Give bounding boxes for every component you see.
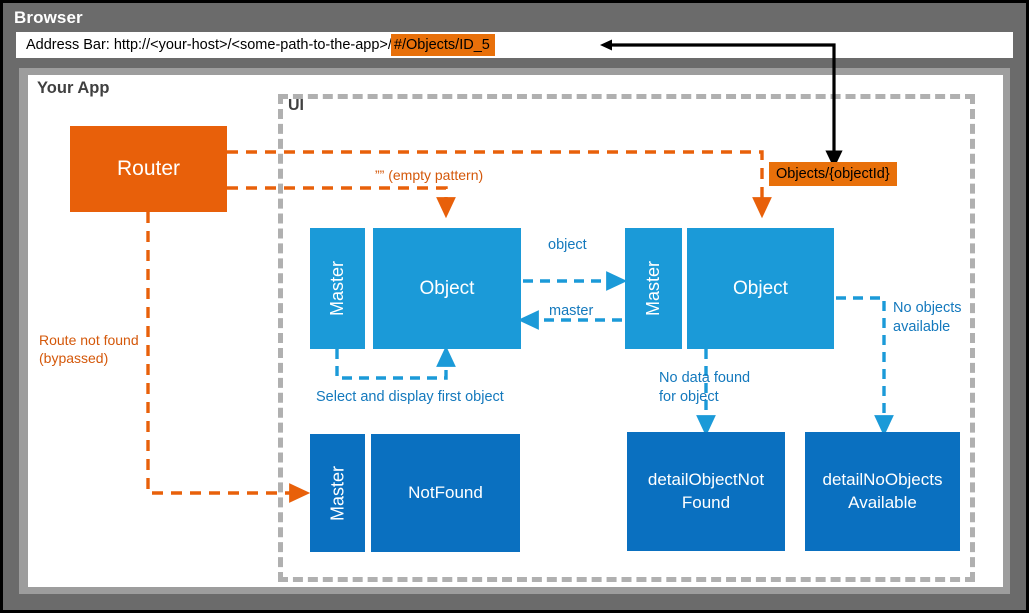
node-router-label: Router <box>116 157 181 180</box>
label-empty-pattern: ”” (empty pattern) <box>375 167 484 183</box>
node-detail-no-objects-available[interactable]: detailNoObjects Available <box>805 432 960 551</box>
ui-region-label: UI <box>288 97 304 114</box>
label-master-flow: master <box>549 303 594 319</box>
label-no-data-found-line2: for object <box>659 388 719 405</box>
node-object-left[interactable]: Object <box>373 228 521 349</box>
label-no-objects-available-line1: No objects <box>893 300 962 316</box>
node-router[interactable]: Router <box>70 126 227 212</box>
address-bar-text: Address Bar: http://<your-host>/<some-pa… <box>26 37 392 53</box>
node-object-right-label: Object <box>733 277 788 299</box>
node-notfound[interactable]: NotFound <box>371 434 520 552</box>
label-route-not-found-line2: (bypassed) <box>39 350 109 367</box>
label-object-flow: object <box>548 237 587 253</box>
app-title: Your App <box>37 79 110 97</box>
browser-title: Browser <box>14 8 83 27</box>
address-bar-hash-highlight: #/Objects/ID_5 <box>390 34 495 56</box>
address-bar[interactable]: Address Bar: http://<your-host>/<some-pa… <box>16 32 1013 58</box>
label-no-objects-available: No objects available <box>893 299 962 337</box>
label-route-not-found-line1: Route not found <box>39 332 139 348</box>
node-detail-object-not-found-line2: Found <box>681 492 731 512</box>
node-detail-no-objects-available-line2: Available <box>848 492 917 512</box>
route-pill-objects-objectid[interactable]: Objects/{objectId} <box>769 162 897 186</box>
label-no-data-found-line1: No data found <box>659 370 751 386</box>
node-master-bottom[interactable]: Master <box>310 434 365 552</box>
node-master-bottom-label: Master <box>327 465 348 521</box>
node-master-top-left-label: Master <box>327 261 347 317</box>
node-notfound-label: NotFound <box>408 482 483 502</box>
label-select-first-object: Select and display first object <box>316 389 504 405</box>
label-no-objects-available-line2: available <box>893 318 951 335</box>
node-master-top-left[interactable]: Master <box>310 228 365 349</box>
node-object-left-label: Object <box>419 277 475 299</box>
label-route-not-found: Route not found (bypassed) <box>39 331 139 367</box>
node-object-right[interactable]: Object <box>687 228 834 349</box>
label-no-data-found: No data found for object <box>659 369 750 407</box>
node-master-top-right[interactable]: Master <box>625 228 682 349</box>
ui-region-boundary-bottom <box>278 577 975 582</box>
node-detail-object-not-found-line1: detailObjectNot <box>647 469 765 489</box>
node-detail-no-objects-available-line1: detailNoObjects <box>822 469 943 489</box>
ui-region-boundary-right <box>970 94 975 582</box>
node-detail-object-not-found[interactable]: detailObjectNot Found <box>627 432 785 551</box>
node-master-top-right-label: Master <box>643 261 663 317</box>
